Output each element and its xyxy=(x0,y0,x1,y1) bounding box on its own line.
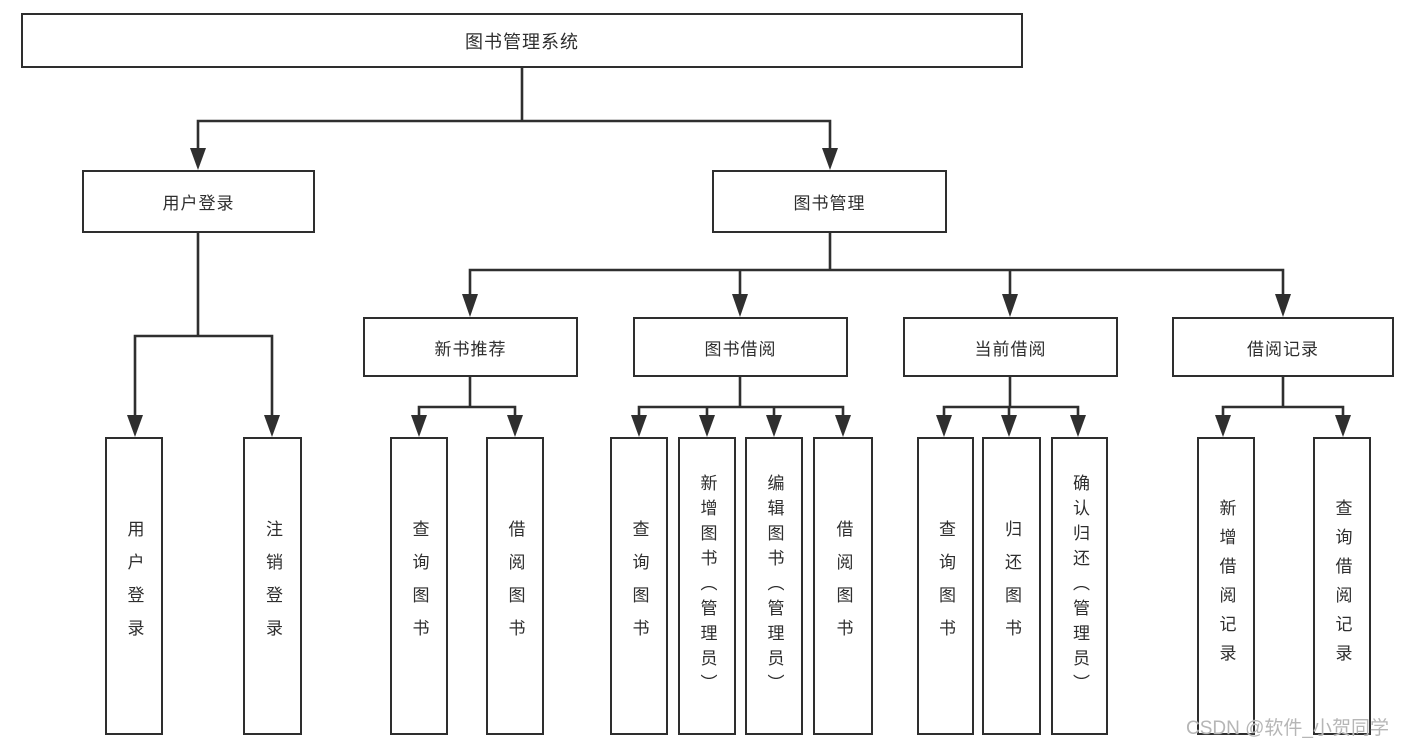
node-new-book-recommendation: 新书推荐 xyxy=(363,317,578,377)
leaf-label: 归还图书 xyxy=(1002,520,1021,652)
leaf-add-book-admin: 新增图书（管理员） xyxy=(678,437,736,735)
node-book-management: 图书管理 xyxy=(712,170,947,233)
node-borrowing-records: 借阅记录 xyxy=(1172,317,1394,377)
node-book-management-system: 图书管理系统 xyxy=(21,13,1023,68)
leaf-query-borrow-record: 查询借阅记录 xyxy=(1313,437,1371,735)
leaf-user-login: 用户登录 xyxy=(105,437,163,735)
leaf-query-books-recommend: 查询图书 xyxy=(390,437,448,735)
leaf-confirm-return-admin: 确认归还（管理员） xyxy=(1051,437,1108,735)
leaf-label: 注销登录 xyxy=(263,520,282,652)
leaf-borrow-books-borrowing: 借阅图书 xyxy=(813,437,873,735)
leaf-logout: 注销登录 xyxy=(243,437,302,735)
leaf-query-books-borrowing: 查询图书 xyxy=(610,437,668,735)
leaf-label: 新增图书（管理员） xyxy=(697,473,717,699)
leaf-query-books-current: 查询图书 xyxy=(917,437,974,735)
leaf-edit-book-admin: 编辑图书（管理员） xyxy=(745,437,803,735)
node-current-borrowing: 当前借阅 xyxy=(903,317,1118,377)
leaf-label: 编辑图书（管理员） xyxy=(764,473,784,699)
leaf-label: 查询图书 xyxy=(936,520,955,652)
leaf-label: 确认归还（管理员） xyxy=(1070,473,1089,699)
leaf-return-books: 归还图书 xyxy=(982,437,1041,735)
csdn-watermark: CSDN @软件_小贺同学 xyxy=(1186,718,1389,739)
leaf-label: 查询图书 xyxy=(629,520,649,652)
leaf-label: 借阅图书 xyxy=(505,520,525,652)
leaf-add-borrow-record: 新增借阅记录 xyxy=(1197,437,1255,735)
leaf-label: 新增借阅记录 xyxy=(1216,499,1236,673)
leaf-label: 用户登录 xyxy=(124,520,144,652)
node-user-login: 用户登录 xyxy=(82,170,315,233)
node-book-borrowing: 图书借阅 xyxy=(633,317,848,377)
leaf-label: 借阅图书 xyxy=(833,520,853,652)
leaf-label: 查询图书 xyxy=(409,520,429,652)
tree-edges xyxy=(127,68,1351,437)
leaf-borrow-books-recommend: 借阅图书 xyxy=(486,437,544,735)
leaf-label: 查询借阅记录 xyxy=(1332,499,1352,673)
